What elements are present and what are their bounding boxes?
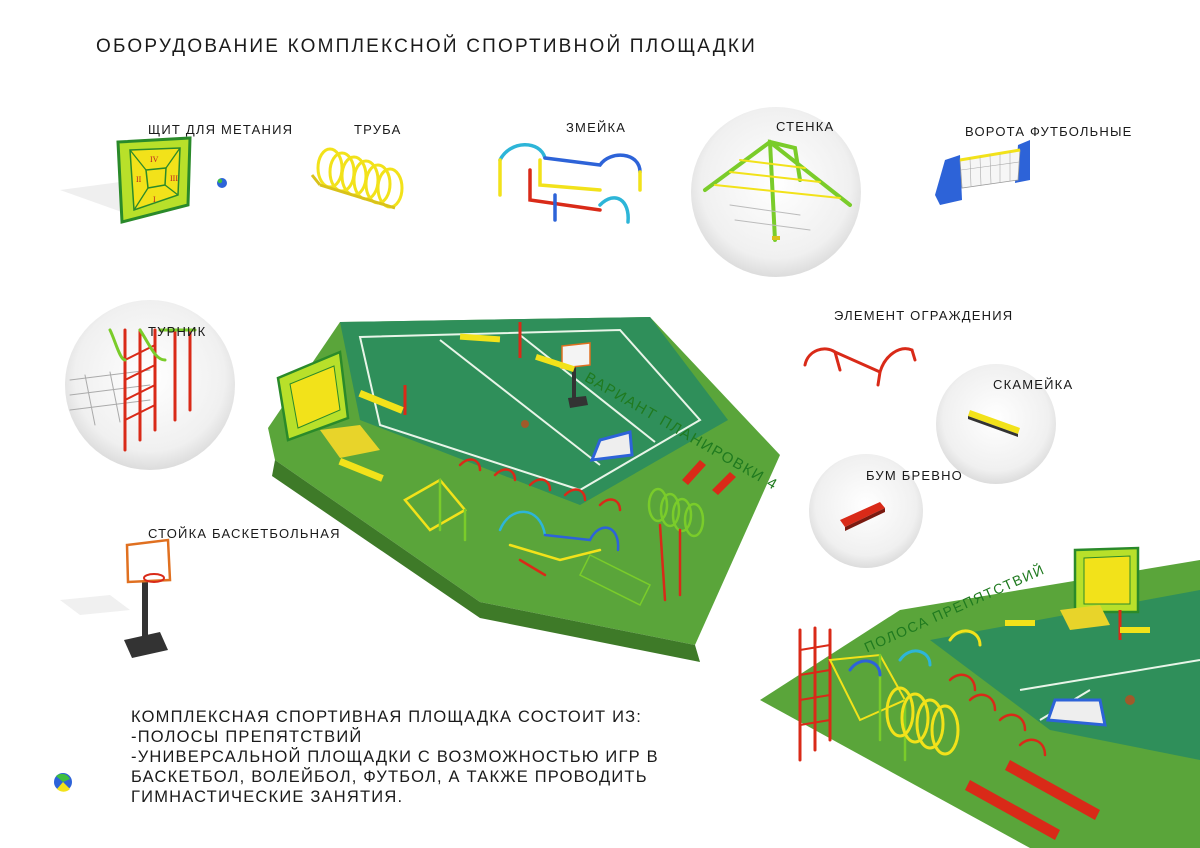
horizontal-bar-image (69, 328, 197, 452)
label-throw-board: ЩИТ ДЛЯ МЕТАНИЯ (148, 122, 294, 137)
board-numeral-3: III (170, 174, 178, 183)
description-line-5: ГИМНАСТИЧЕСКИЕ ЗАНЯТИЯ. (131, 788, 404, 806)
page-title: ОБОРУДОВАНИЕ КОМПЛЕКСНОЙ СПОРТИВНОЙ ПЛОЩ… (96, 36, 758, 57)
tube-image (310, 147, 404, 210)
label-tube: ТРУБА (354, 122, 402, 137)
label-snake: ЗМЕЙКА (566, 120, 627, 135)
football-goal-image (935, 140, 1030, 205)
main-plan (268, 317, 780, 662)
wall-image (703, 139, 852, 242)
description-line-2: -ПОЛОСЫ ПРЕПЯТСТВИЙ (131, 728, 363, 746)
description-line-3: -УНИВЕРСАЛЬНОЙ ПЛОЩАДКИ С ВОЗМОЖНОСТЬЮ И… (131, 748, 659, 766)
label-horizontal-bar: ТУРНИК (148, 324, 207, 339)
balance-beam-image (840, 502, 885, 531)
snake-image (498, 143, 642, 224)
description-line-4: БАСКЕТБОЛ, ВОЛЕЙБОЛ, ФУТБОЛ, А ТАКЖЕ ПРО… (131, 768, 648, 786)
throw-board-image (60, 136, 227, 224)
basketball-stand-image (60, 538, 172, 658)
label-basketball-stand: СТОЙКА БАСКЕТБОЛЬНАЯ (148, 526, 341, 541)
label-balance-beam: БУМ БРЕВНО (866, 468, 963, 483)
label-fence-element: ЭЛЕМЕНТ ОГРАЖДЕНИЯ (834, 308, 1014, 323)
description-line-1: КОМПЛЕКСНАЯ СПОРТИВНАЯ ПЛОЩАДКА СОСТОИТ … (131, 708, 643, 726)
board-numeral-1: I (153, 195, 156, 204)
description: КОМПЛЕКСНАЯ СПОРТИВНАЯ ПЛОЩАДКА СОСТОИТ … (131, 707, 659, 807)
board-numeral-2: II (136, 175, 142, 184)
bench-image (968, 410, 1020, 437)
obstacle-course-image (760, 546, 1200, 848)
label-wall: СТЕНКА (776, 119, 835, 134)
fence-element-image (803, 347, 917, 387)
ball-icon (54, 773, 72, 792)
label-football-goal: ВОРОТА ФУТБОЛЬНЫЕ (965, 124, 1133, 139)
label-bench: СКАМЕЙКА (993, 377, 1074, 392)
board-numeral-4: IV (150, 155, 159, 164)
